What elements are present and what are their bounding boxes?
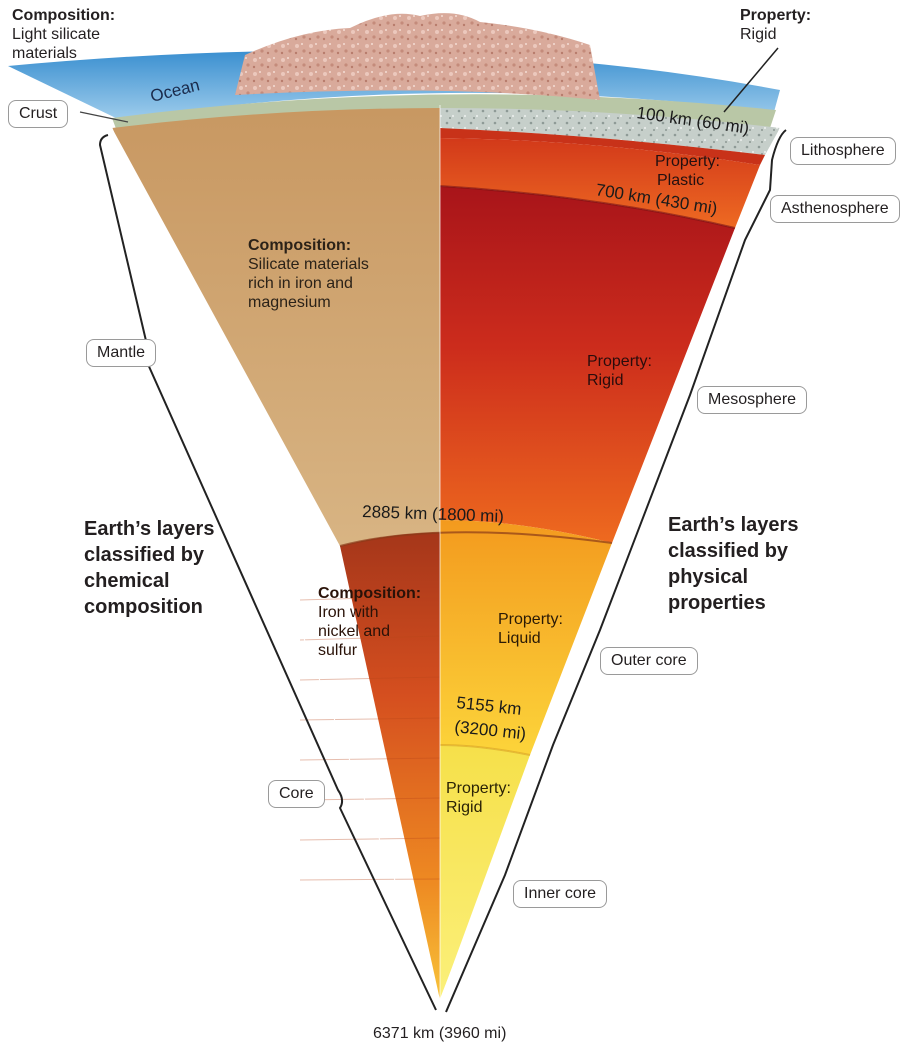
physical-title-line-1: Earth’s layers (668, 514, 799, 536)
chemical-title-line-1: Earth’s layers (84, 518, 215, 540)
inner-core-region (440, 745, 530, 1000)
core-label: Core (268, 780, 325, 808)
right-brace (445, 129, 787, 1013)
depth-2885-label: 2885 km (1800 mi) (362, 502, 504, 526)
chemical-title-line-3: chemical (84, 570, 170, 592)
crust-composition-heading: Composition: (12, 7, 116, 24)
mantle-region (112, 108, 440, 546)
crust-composition-note: Composition: Light silicate materials (12, 6, 115, 63)
crust-label: Crust (8, 100, 69, 128)
mantle-composition-line-1: Silicate materials (248, 256, 369, 273)
mantle-core-boundary (339, 531, 613, 547)
inner-core-property-text: Rigid (446, 799, 483, 816)
crust-composition-line-2: materials (12, 45, 77, 62)
mesosphere-property-note: Property: Rigid (587, 352, 652, 390)
asthenosphere-property-heading: Property: (655, 153, 720, 170)
mantle-composition-heading: Composition: (248, 237, 352, 254)
inner-core-boundary (439, 744, 531, 756)
inner-core-property-note: Property: Rigid (446, 779, 511, 817)
asthenosphere-boundary (439, 185, 736, 229)
physical-title-line-4: properties (668, 592, 766, 614)
asthenosphere-property-note: Property: Plastic (655, 152, 720, 190)
asthenosphere-property-text: Plastic (657, 172, 705, 189)
mesosphere-label: Mesosphere (697, 386, 808, 414)
crust-leader (79, 111, 129, 123)
mantle-composition-line-2: rich in iron and (248, 275, 353, 292)
center-depth-label: 6371 km (3960 mi) (373, 1025, 507, 1042)
outer-core-property-note: Property: Liquid (498, 610, 563, 648)
lithosphere-property-note: Property: Rigid (740, 6, 811, 44)
lithosphere-region (440, 108, 780, 155)
mesosphere-property-text: Rigid (587, 372, 624, 389)
outer-core-property-text: Liquid (498, 630, 541, 647)
asthenosphere-label: Asthenosphere (770, 195, 900, 223)
asthenosphere-region (440, 138, 760, 228)
mesosphere-property-heading: Property: (587, 353, 652, 370)
mantle-composition-line-3: magnesium (248, 294, 331, 311)
inner-core-property-heading: Property: (446, 780, 511, 797)
outer-core-region (440, 520, 612, 755)
core-composition-line-1: Iron with (318, 604, 379, 621)
chemical-classification-title: Earth’s layers classified by chemical co… (84, 516, 214, 620)
outer-core-label: Outer core (600, 647, 698, 675)
outer-core-property-heading: Property: (498, 611, 563, 628)
continent (235, 13, 600, 100)
inner-core-label: Inner core (513, 880, 608, 908)
lithosphere-property-heading: Property: (740, 7, 812, 24)
lithosphere-lower-band (440, 128, 765, 165)
physical-title-line-3: physical (668, 566, 749, 588)
physical-classification-title: Earth’s layers classified by physical pr… (668, 512, 798, 616)
mantle-composition-note: Composition: Silicate materials rich in … (248, 236, 369, 312)
chemical-title-line-4: composition (84, 596, 203, 618)
core-composition-line-3: sulfur (318, 642, 358, 659)
crust-composition-line-1: Light silicate (12, 26, 101, 43)
mantle-label: Mantle (86, 339, 157, 367)
crust-strip (112, 94, 776, 134)
mesosphere-region (440, 186, 735, 543)
lithosphere-property-text: Rigid (740, 26, 777, 43)
core-composition-line-2: nickel and (318, 623, 391, 640)
lithosphere-label: Lithosphere (790, 137, 896, 165)
core-composition-note: Composition: Iron with nickel and sulfur (318, 584, 421, 660)
chemical-title-line-2: classified by (84, 544, 205, 566)
lithosphere-leader (723, 47, 779, 113)
core-region-left (340, 532, 440, 1000)
core-composition-heading: Composition: (318, 585, 422, 602)
physical-title-line-2: classified by (668, 540, 789, 562)
